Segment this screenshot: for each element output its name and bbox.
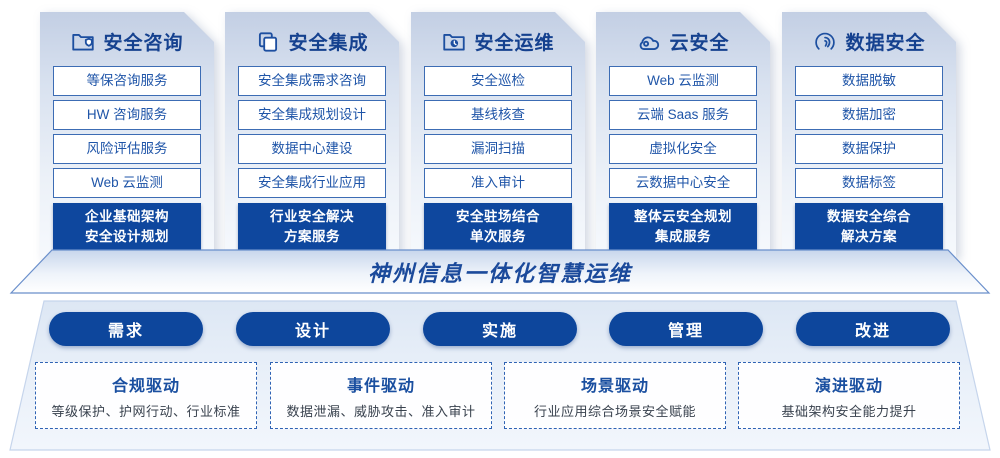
highlight-line: 集成服务 [655,228,711,244]
highlight-service: 企业基础架构 安全设计规划 [53,203,201,250]
highlight-service: 安全驻场结合 单次服务 [424,203,572,250]
phase-pill-demand: 需求 [49,312,203,346]
phase-pill-implementation: 实施 [423,312,577,346]
highlight-line: 方案服务 [284,228,340,244]
driver-title: 事件驱动 [346,378,415,395]
pillar-security-operations: 安全运维 安全巡检 基线核查 漏洞扫描 准入审计 安全驻场结合 单次服务 [411,12,585,258]
service-list: 安全巡检 基线核查 漏洞扫描 准入审计 [424,66,572,198]
highlight-line: 安全设计规划 [85,228,169,244]
service-item: 数据脱敏 [795,66,943,96]
driver-evolution: 演进驱动 基础架构安全能力提升 [738,362,960,429]
highlight-line: 解决方案 [841,228,897,244]
highlight-line: 单次服务 [470,228,526,244]
pillar-card: 安全运维 安全巡检 基线核查 漏洞扫描 准入审计 安全驻场结合 单次服务 [411,12,585,258]
phase-pill-management: 管理 [609,312,763,346]
service-item: 安全集成规划设计 [238,100,386,130]
highlight-line: 安全驻场结合 [456,208,540,224]
service-item: 数据标签 [795,168,943,198]
pillar-cloud-security: 云安全 Web 云监测 云端 Saas 服务 虚拟化安全 云数据中心安全 整体云… [596,12,770,258]
service-item: 等保咨询服务 [53,66,201,96]
banner-shape [9,249,991,294]
service-item: Web 云监测 [53,168,201,198]
highlight-line: 数据安全综合 [827,208,911,224]
service-item: 安全集成需求咨询 [238,66,386,96]
highlight-service: 数据安全综合 解决方案 [795,203,943,250]
phase-pill-improvement: 改进 [796,312,950,346]
service-item: 风险评估服务 [53,134,201,164]
phase-pill-design: 设计 [236,312,390,346]
fingerprint-icon [812,29,838,55]
service-item: HW 咨询服务 [53,100,201,130]
highlight-service: 整体云安全规划 集成服务 [609,203,757,250]
pillar-card: 安全咨询 等保咨询服务 HW 咨询服务 风险评估服务 Web 云监测 企业基础架… [40,12,214,258]
platform-banner: 神州信息一体化智慧运维 [9,249,991,295]
pillar-card: 云安全 Web 云监测 云端 Saas 服务 虚拟化安全 云数据中心安全 整体云… [596,12,770,258]
service-item: 虚拟化安全 [609,134,757,164]
pillar-title: 安全咨询 [103,33,184,54]
highlight-line: 行业安全解决 [270,208,354,224]
pillar-title: 安全集成 [288,33,369,54]
folder-clock-icon [441,29,467,55]
pillar-data-security: 数据安全 数据脱敏 数据加密 数据保护 数据标签 数据安全综合 解决方案 [782,12,956,258]
highlight-service: 行业安全解决 方案服务 [238,203,386,250]
pillar-header: 云安全 [596,25,770,58]
service-item: 准入审计 [424,168,572,198]
cloud-icon [636,29,662,55]
pillar-security-integration: 安全集成 安全集成需求咨询 安全集成规划设计 数据中心建设 安全集成行业应用 行… [225,12,399,258]
driver-incident: 事件驱动 数据泄漏、威胁攻击、准入审计 [270,362,492,429]
driver-desc: 等级保护、护网行动、行业标准 [51,404,241,419]
pillar-title: 云安全 [669,33,730,54]
service-list: 安全集成需求咨询 安全集成规划设计 数据中心建设 安全集成行业应用 [238,66,386,198]
service-item: 数据中心建设 [238,134,386,164]
pillar-header: 安全运维 [411,25,585,58]
pillar-card: 安全集成 安全集成需求咨询 安全集成规划设计 数据中心建设 安全集成行业应用 行… [225,12,399,258]
pillar-header: 数据安全 [782,25,956,58]
driver-desc: 行业应用综合场景安全赋能 [533,404,696,419]
service-list: 数据脱敏 数据加密 数据保护 数据标签 [795,66,943,198]
service-item: 数据加密 [795,100,943,130]
driver-title: 演进驱动 [814,378,883,395]
pillar-card: 数据安全 数据脱敏 数据加密 数据保护 数据标签 数据安全综合 解决方案 [782,12,956,258]
service-item: 云端 Saas 服务 [609,100,757,130]
driver-desc: 基础架构安全能力提升 [781,404,917,419]
service-item: 基线核查 [424,100,572,130]
stacked-documents-icon [255,29,281,55]
service-item: 数据保护 [795,134,943,164]
driver-desc: 数据泄漏、威胁攻击、准入审计 [286,404,476,419]
driver-title: 场景驱动 [580,378,649,395]
highlight-line: 企业基础架构 [85,208,169,224]
pillar-title: 安全运维 [474,33,555,54]
highlight-line: 整体云安全规划 [634,208,732,224]
service-list: 等保咨询服务 HW 咨询服务 风险评估服务 Web 云监测 [53,66,201,198]
driver-title: 合规驱动 [111,378,180,395]
banner-title: 神州信息一体化智慧运维 [367,261,632,286]
service-item: 漏洞扫描 [424,134,572,164]
driver-compliance: 合规驱动 等级保护、护网行动、行业标准 [35,362,257,429]
service-list: Web 云监测 云端 Saas 服务 虚拟化安全 云数据中心安全 [609,66,757,198]
pillar-security-consulting: 安全咨询 等保咨询服务 HW 咨询服务 风险评估服务 Web 云监测 企业基础架… [40,12,214,258]
service-item: Web 云监测 [609,66,757,96]
driver-scenario: 场景驱动 行业应用综合场景安全赋能 [504,362,726,429]
service-item: 安全巡检 [424,66,572,96]
folder-shield-icon [70,29,96,55]
pillar-title: 数据安全 [845,33,926,54]
service-item: 云数据中心安全 [609,168,757,198]
service-item: 安全集成行业应用 [238,168,386,198]
pillar-header: 安全咨询 [40,25,214,58]
pillar-header: 安全集成 [225,25,399,58]
